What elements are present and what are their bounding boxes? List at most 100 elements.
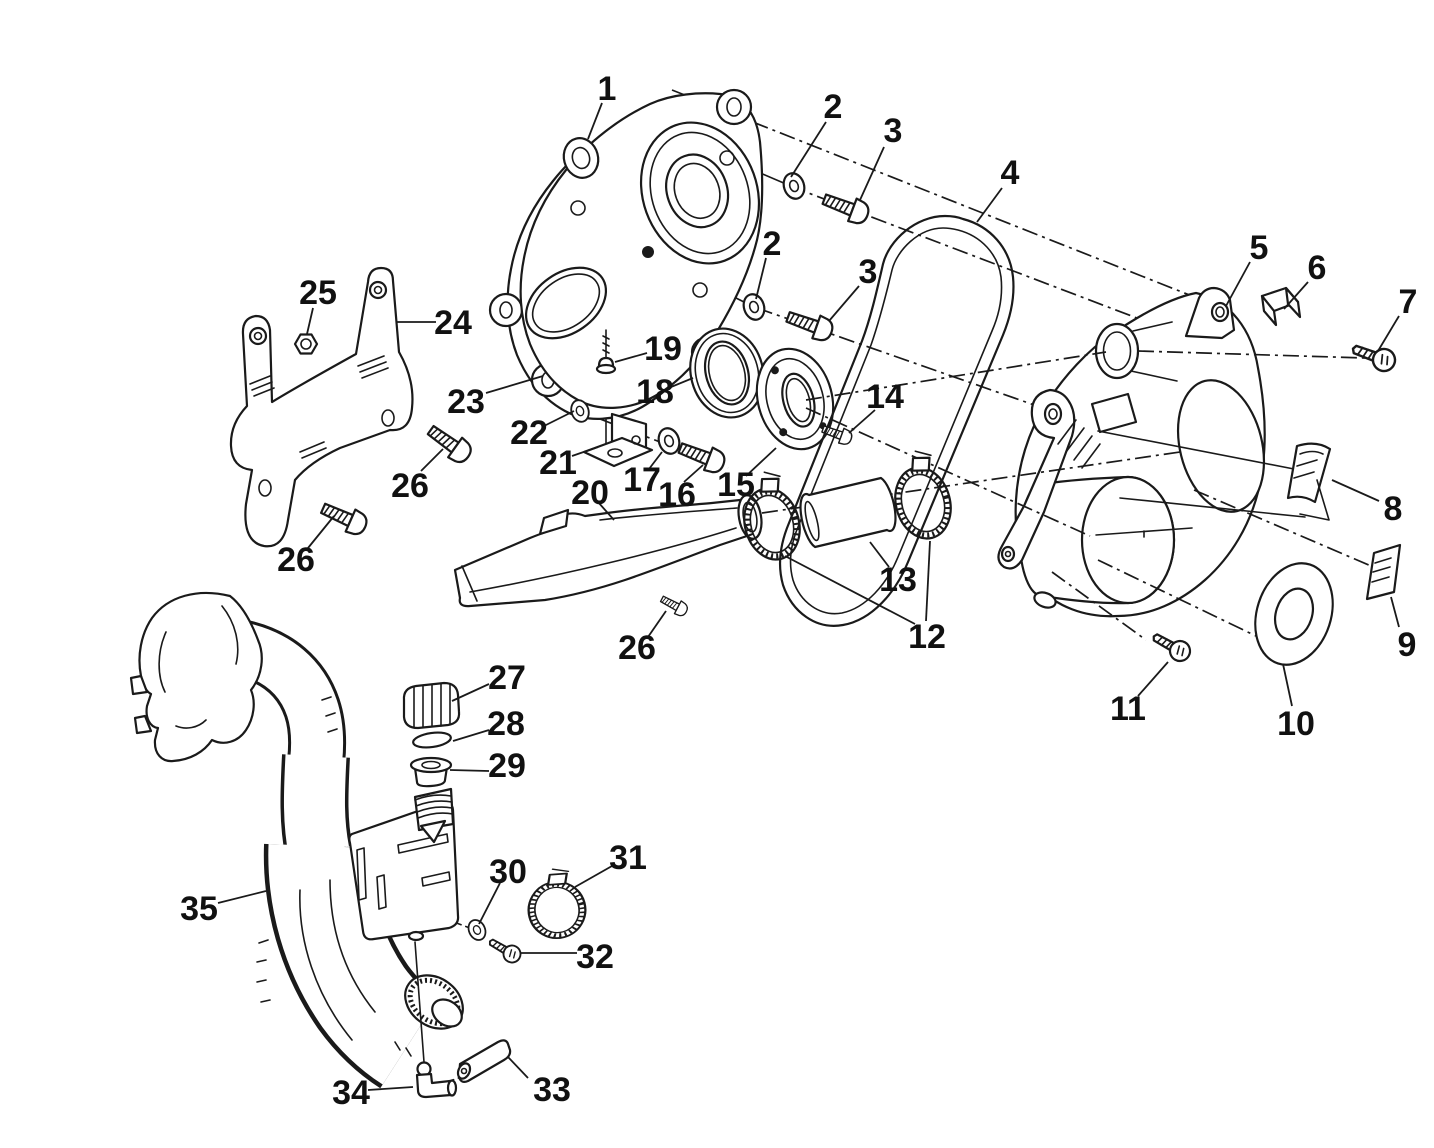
cover-tab [1033,591,1057,609]
callout-20-20: 20 [571,474,609,512]
hose-clamp-12 [883,446,958,545]
leader-callout-12-25 [784,555,916,625]
plate-tab [715,88,753,126]
callout-31-33: 31 [609,839,647,877]
leader-callout-4-3 [976,187,1003,223]
callout-11-28: 11 [1110,690,1146,728]
callout-14-15: 14 [866,378,904,416]
leader-callout-19-11 [614,352,648,363]
bolt-26 [317,496,372,540]
leader-callout-3-2 [859,146,885,201]
callout-26-22: 26 [391,467,429,505]
leader-callout-22-14 [543,410,575,427]
silencer-outlet [431,998,463,1028]
leader-callout-28-31 [452,729,490,742]
cover-decal-patch [1057,392,1138,469]
coolant-bottle [348,787,460,1063]
air-duct-20 [453,494,763,608]
decal-9 [1365,543,1402,601]
leader-callout-26-27 [647,610,667,638]
callout-19-11: 19 [644,330,682,368]
callout-4-3: 4 [1001,154,1020,192]
leader-callout-26-23 [307,515,335,549]
mounting-bracket-24 [229,266,414,548]
plate-hole-dark [642,246,654,258]
cover-arm-5 [1184,286,1236,340]
leader-callout-2-4 [755,257,767,300]
leader-callout-17-17 [648,451,663,470]
leader-callout-27-30 [451,683,490,702]
silencer-head [129,591,263,763]
leader-callout-20-20 [597,501,615,521]
callout-22-14: 22 [510,414,548,452]
callout-9-26: 9 [1398,626,1417,664]
leader-callout-6-7 [1283,281,1309,310]
drive-belt-4 [779,214,1015,627]
callout-3-2: 3 [884,112,903,150]
washer-1 [562,137,600,179]
silencer-hatch [256,696,412,1057]
callout-28-31: 28 [487,705,525,743]
leader-callout-23-13 [485,375,544,394]
callout-8-21: 8 [1384,490,1403,528]
callout-10-29: 10 [1277,705,1315,743]
screw-11 [1147,626,1195,666]
decal-8 [1286,442,1332,521]
callout-15-19: 15 [717,466,755,504]
callout-32-36: 32 [576,938,614,976]
callout-12-25: 12 [908,618,946,656]
bolt-3 [782,304,837,345]
leader-line-layer [217,102,1400,1091]
axis-line [1193,489,1372,567]
decal-pointer-line [1119,497,1306,518]
leader-callout-35-35 [217,890,267,904]
leader-callout-16-18 [683,464,704,483]
washer-2 [779,169,809,203]
seal-28 [412,731,452,749]
decal-pointer-line [1097,430,1295,470]
leader-callout-12-25 [925,540,931,622]
plate-hole [692,282,708,298]
elbow-34 [415,1061,458,1099]
seal-18 [689,327,765,419]
leader-callout-25-9 [306,307,314,335]
axis-line [1051,571,1147,641]
callout-33-38: 33 [533,1071,571,1109]
callout-16-18: 16 [658,476,696,514]
callout-5-6: 5 [1250,229,1269,267]
callout-18-12: 18 [636,373,674,411]
leader-callout-33-38 [507,1056,529,1079]
leader-callout-2-1 [790,121,827,178]
callout-21-16: 21 [539,444,577,482]
cover-strut [997,388,1076,570]
clamp-31 [519,863,592,944]
callout-2-4: 2 [763,225,782,263]
washer-2 [739,290,769,324]
leader-callout-15-19 [745,447,777,477]
leader-callout-30-34 [478,882,501,925]
leader-callout-34-37 [367,1086,414,1091]
leader-callout-3-5 [828,285,860,322]
callout-24-10: 24 [434,304,472,342]
cap-27 [402,681,461,730]
hub-flange-15 [755,347,835,451]
callout-26-23: 26 [277,541,315,579]
leader-callout-18-12 [670,377,694,388]
callout-7-8: 7 [1399,283,1418,321]
leader-callout-29-32 [449,769,490,772]
seal-washer-10 [1254,562,1334,666]
callout-34-37: 34 [332,1074,370,1112]
leader-callout-9-26 [1390,596,1400,628]
callout-35-35: 35 [180,890,218,928]
callout-29-32: 29 [488,747,526,785]
leader-callout-11-28 [1137,661,1169,697]
leader-callout-26-22 [420,448,444,472]
bolt-3 [818,186,873,228]
leader-callout-1-0 [587,102,603,140]
plate-hole [719,150,735,166]
leader-callout-7-8 [1377,315,1400,352]
callout-1-0: 1 [598,70,617,108]
